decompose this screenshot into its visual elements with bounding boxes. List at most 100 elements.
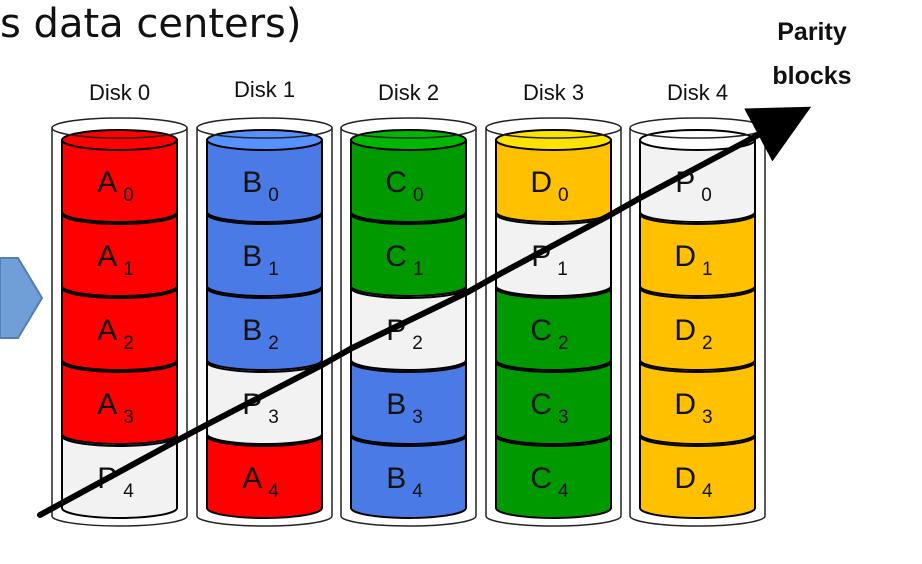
block-subscript: 4	[702, 481, 713, 502]
block-letter: D	[674, 388, 696, 421]
block-top	[495, 129, 612, 151]
block-subscript: 4	[268, 481, 279, 502]
block-subscript: 2	[268, 333, 279, 354]
disk-container-rim	[340, 117, 477, 139]
block-body	[495, 287, 612, 371]
block-body	[495, 139, 612, 223]
previous-slide-arrow-icon	[0, 257, 44, 339]
block-letter: D	[674, 314, 696, 347]
block-subscript: 2	[123, 333, 134, 354]
block-top	[350, 129, 467, 151]
block-body	[61, 287, 178, 371]
block-subscript: 0	[413, 185, 424, 206]
block-body	[495, 361, 612, 445]
block-body	[206, 287, 323, 371]
parity-blocks-label: Parity	[777, 18, 847, 46]
block-subscript: 0	[268, 185, 279, 206]
block-letter: C	[530, 314, 552, 347]
block-body	[639, 139, 756, 223]
disk-label: Disk 3	[523, 80, 584, 105]
block-subscript: 1	[413, 259, 424, 280]
block-letter: C	[385, 166, 407, 199]
disk-label: Disk 0	[89, 80, 150, 105]
block-body	[206, 213, 323, 297]
block-subscript: 3	[558, 407, 569, 428]
block-letter: B	[386, 388, 406, 421]
block-subscript: 3	[412, 407, 423, 428]
block-body	[350, 361, 467, 445]
block-letter: C	[530, 462, 552, 495]
block-letter: A	[97, 388, 117, 421]
block-top	[61, 129, 178, 151]
block-body	[61, 139, 178, 223]
block-subscript: 3	[268, 407, 279, 428]
block-body	[495, 213, 612, 297]
disk-label: Disk 2	[378, 80, 439, 105]
disk-label: Disk 4	[667, 80, 728, 105]
block-body	[206, 435, 323, 519]
block-letter: A	[97, 240, 117, 273]
block-letter: A	[97, 314, 117, 347]
block-body	[639, 361, 756, 445]
block-subscript: 4	[412, 481, 423, 502]
disk-container-rim	[485, 117, 622, 139]
block-letter: B	[386, 462, 406, 495]
block-letter: D	[674, 462, 696, 495]
block-top	[206, 129, 323, 151]
block-subscript: 1	[123, 259, 134, 280]
block-subscript: 0	[558, 185, 569, 206]
parity-blocks-label: blocks	[772, 62, 851, 90]
block-body	[639, 435, 756, 519]
block-body	[61, 361, 178, 445]
disk-label: Disk 1	[234, 77, 295, 102]
block-subscript: 3	[702, 407, 713, 428]
block-subscript: 1	[557, 259, 568, 280]
block-subscript: 2	[702, 333, 713, 354]
parity-diagonal-arrow	[37, 106, 812, 518]
block-subscript: 2	[558, 333, 569, 354]
block-body	[350, 435, 467, 519]
block-letter: B	[242, 240, 262, 273]
block-subscript: 3	[123, 407, 134, 428]
block-letter: D	[674, 240, 696, 273]
block-subscript: 1	[268, 259, 279, 280]
disk-container-rim	[196, 117, 333, 139]
block-body	[350, 213, 467, 297]
block-body	[61, 213, 178, 297]
block-body	[639, 287, 756, 371]
block-body	[639, 213, 756, 297]
block-letter: B	[242, 314, 262, 347]
block-subscript: 4	[123, 481, 134, 502]
block-body	[350, 139, 467, 223]
block-subscript: 0	[701, 185, 712, 206]
block-letter: A	[97, 166, 117, 199]
block-letter: A	[242, 462, 262, 495]
block-letter: D	[530, 166, 552, 199]
